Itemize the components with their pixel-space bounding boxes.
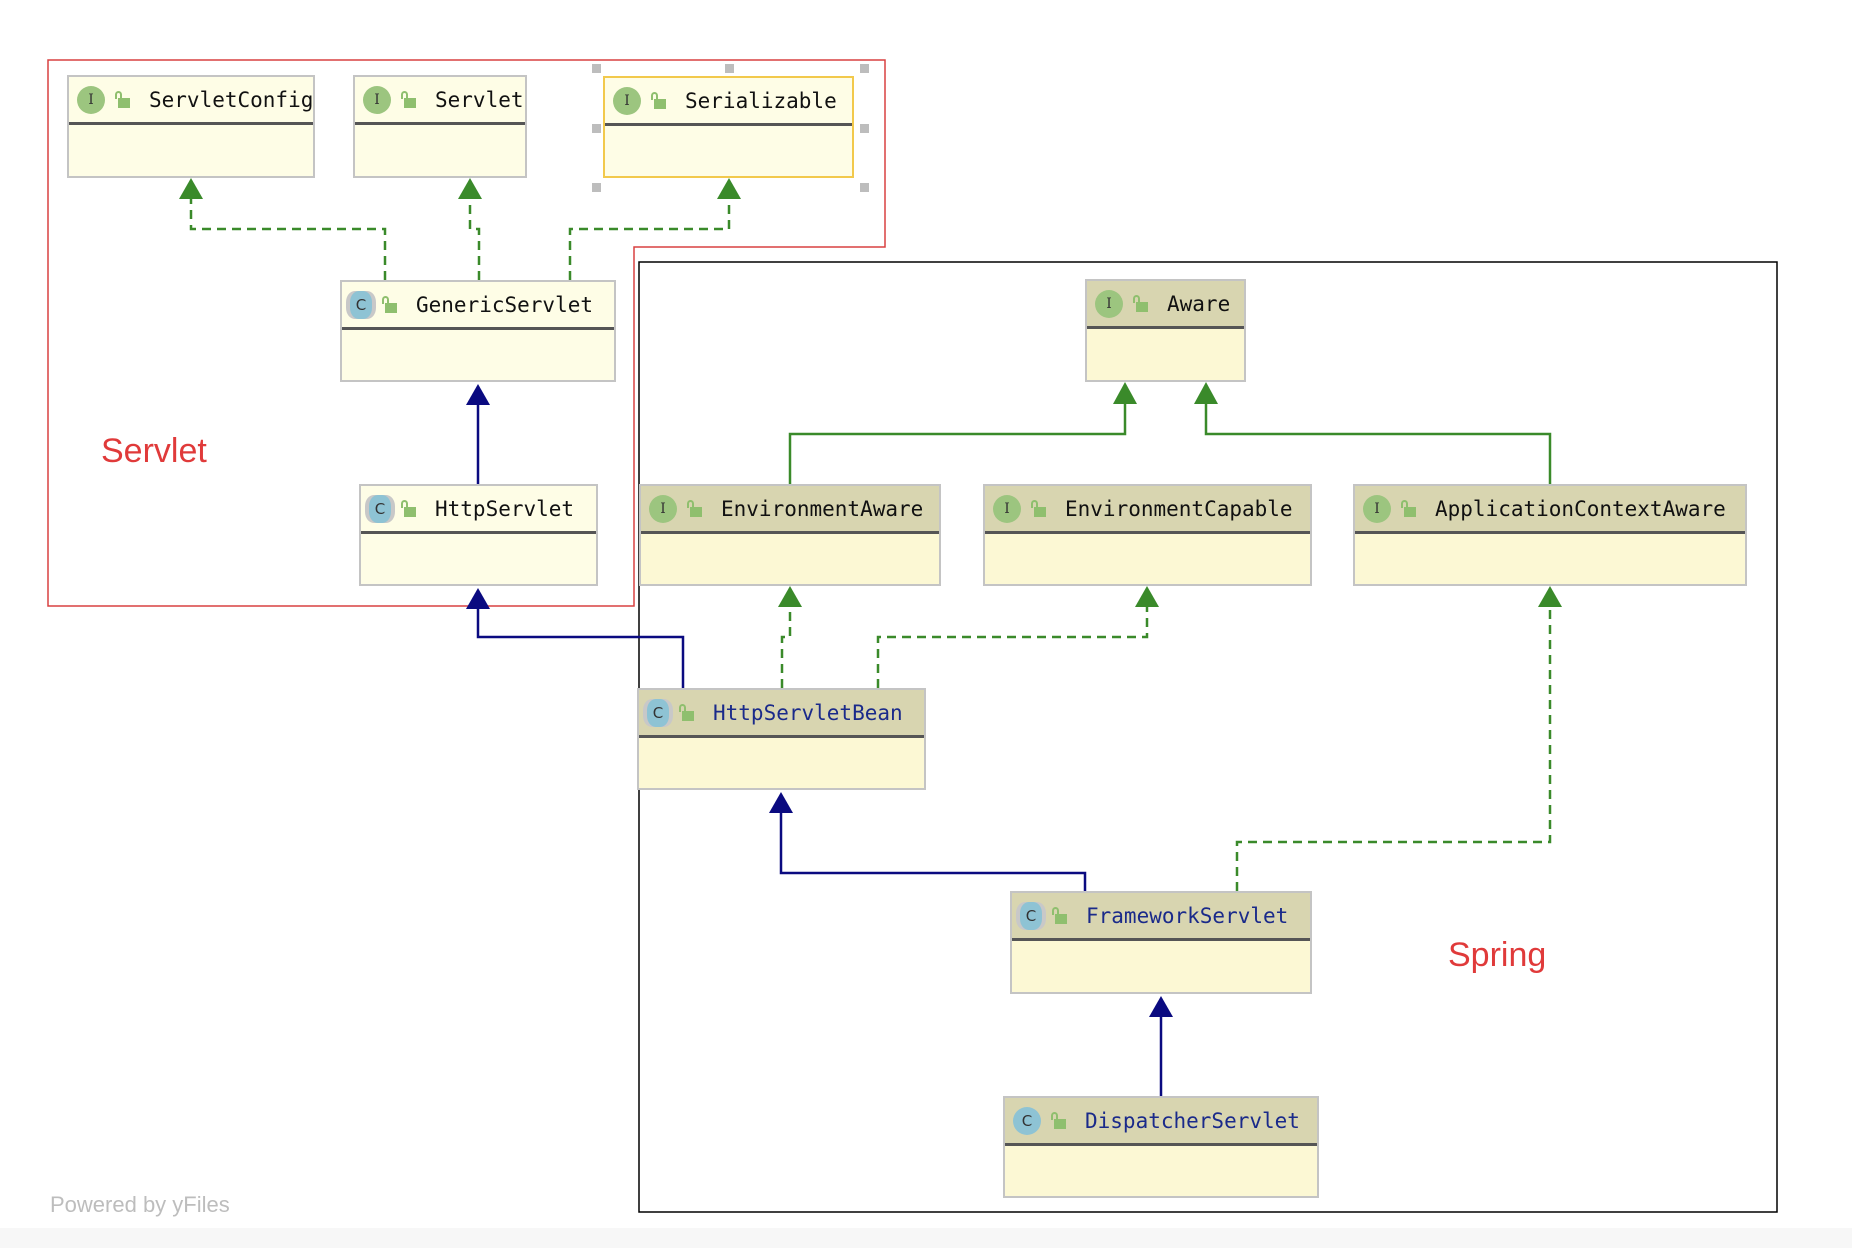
node-environmentaware[interactable]: I EnvironmentAware xyxy=(639,484,941,586)
interface-icon: I xyxy=(363,85,391,114)
node-header: C GenericServlet xyxy=(342,282,614,330)
group-label-spring: Spring xyxy=(1448,936,1547,974)
edge-frameworkservlet-httpservletbean xyxy=(779,810,1087,891)
node-header: I ApplicationContextAware xyxy=(1355,486,1745,534)
interface-icon: I xyxy=(77,85,105,114)
arrowhead xyxy=(466,588,490,609)
node-name: EnvironmentCapable xyxy=(1065,496,1293,521)
interface-icon: I xyxy=(993,494,1021,523)
node-name: ApplicationContextAware xyxy=(1435,496,1726,521)
public-lock-icon xyxy=(651,91,667,110)
arrowhead xyxy=(1538,586,1562,607)
arrowhead xyxy=(1135,586,1159,607)
public-lock-icon xyxy=(115,90,131,109)
node-header: I Serializable xyxy=(605,78,852,126)
arrowhead xyxy=(717,178,741,199)
public-lock-icon xyxy=(687,499,703,518)
node-aware[interactable]: I Aware xyxy=(1085,279,1246,382)
edge-environmentaware-aware xyxy=(788,402,1127,484)
node-header: I EnvironmentCapable xyxy=(985,486,1310,534)
node-header: I Aware xyxy=(1087,281,1244,329)
edge-genericservlet-servletconfig xyxy=(189,196,387,280)
edge-httpservletbean-environmentcapable xyxy=(876,604,1149,688)
node-header: I EnvironmentAware xyxy=(641,486,939,534)
node-header: I Servlet xyxy=(355,77,525,125)
arrowhead xyxy=(1194,382,1218,404)
public-lock-icon xyxy=(1031,499,1047,518)
selection-handle[interactable] xyxy=(592,183,601,192)
selection-handle[interactable] xyxy=(592,64,601,73)
class-icon: C xyxy=(1013,1106,1041,1135)
edge-httpservletbean-httpservlet xyxy=(476,606,685,688)
abstract-class-icon: C xyxy=(350,290,372,319)
arrowhead xyxy=(466,384,490,405)
node-name: DispatcherServlet xyxy=(1085,1108,1300,1133)
arrowhead xyxy=(179,178,203,199)
node-name: HttpServlet xyxy=(435,496,575,521)
node-name: Aware xyxy=(1167,291,1231,316)
node-header: C DispatcherServlet xyxy=(1005,1098,1317,1146)
public-lock-icon xyxy=(1133,294,1149,313)
public-lock-icon xyxy=(679,703,695,722)
powered-by-label: Powered by yFiles xyxy=(50,1192,230,1217)
selection-handle[interactable] xyxy=(592,124,601,133)
node-name: EnvironmentAware xyxy=(721,496,924,521)
edge-genericservlet-servlet xyxy=(468,196,481,280)
public-lock-icon xyxy=(382,295,398,314)
node-httpservlet[interactable]: C HttpServlet xyxy=(359,484,598,586)
selection-handle[interactable] xyxy=(725,64,734,73)
edge-genericservlet-serializable xyxy=(568,196,731,280)
abstract-class-icon: C xyxy=(1020,901,1042,930)
edge-applicationcontextaware-aware xyxy=(1204,402,1552,484)
abstract-class-icon: C xyxy=(647,698,669,727)
node-applicationcontextaware[interactable]: I ApplicationContextAware xyxy=(1353,484,1747,586)
edge-httpservletbean-environmentaware xyxy=(780,604,792,688)
node-genericservlet[interactable]: C GenericServlet xyxy=(340,280,616,382)
node-name: Servlet xyxy=(435,87,524,112)
bottom-strip xyxy=(0,1228,1852,1248)
node-header: I ServletConfig xyxy=(69,77,313,125)
arrowhead xyxy=(1113,382,1137,404)
interface-icon: I xyxy=(613,86,641,115)
node-name: Serializable xyxy=(685,88,837,113)
public-lock-icon xyxy=(1052,906,1068,925)
node-name: FrameworkServlet xyxy=(1086,903,1289,928)
arrowhead xyxy=(778,586,802,607)
node-header: C HttpServletBean xyxy=(639,690,924,738)
arrowhead xyxy=(769,792,793,813)
selection-handle[interactable] xyxy=(860,183,869,192)
arrowhead xyxy=(458,178,482,199)
selection-handle[interactable] xyxy=(860,64,869,73)
group-label-servlet: Servlet xyxy=(101,432,207,470)
public-lock-icon xyxy=(401,499,417,518)
node-dispatcherservlet[interactable]: C DispatcherServlet xyxy=(1003,1096,1319,1198)
node-servletconfig[interactable]: I ServletConfig xyxy=(67,75,315,178)
servlet-group-outline xyxy=(47,59,886,607)
selection-handle[interactable] xyxy=(860,124,869,133)
node-header: C FrameworkServlet xyxy=(1012,893,1310,941)
interface-icon: I xyxy=(649,494,677,523)
interface-icon: I xyxy=(1363,494,1391,523)
node-name: GenericServlet xyxy=(416,292,594,317)
node-name: ServletConfig xyxy=(149,87,314,112)
edge-frameworkservlet-applicationcontextaware xyxy=(1235,604,1552,891)
public-lock-icon xyxy=(1401,499,1417,518)
node-httpservletbean[interactable]: C HttpServletBean xyxy=(637,688,926,790)
node-frameworkservlet[interactable]: C FrameworkServlet xyxy=(1010,891,1312,994)
node-environmentcapable[interactable]: I EnvironmentCapable xyxy=(983,484,1312,586)
abstract-class-icon: C xyxy=(369,494,391,523)
node-serializable[interactable]: I Serializable xyxy=(603,76,854,178)
node-servlet[interactable]: I Servlet xyxy=(353,75,527,178)
arrowhead xyxy=(1149,996,1173,1017)
node-name: HttpServletBean xyxy=(713,700,903,725)
public-lock-icon xyxy=(401,90,417,109)
interface-icon: I xyxy=(1095,289,1123,318)
node-header: C HttpServlet xyxy=(361,486,596,534)
public-lock-icon xyxy=(1051,1111,1067,1130)
